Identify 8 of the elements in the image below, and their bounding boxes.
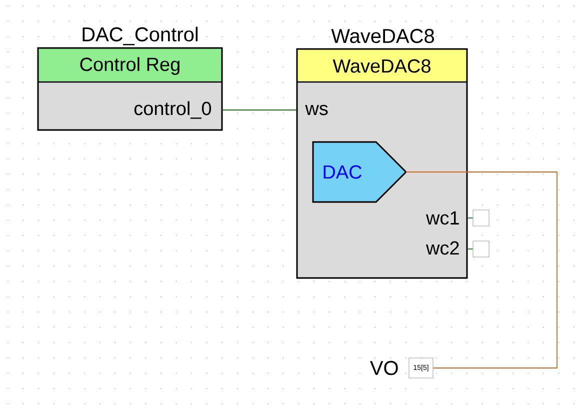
no-connect-terminal (472, 210, 490, 226)
node-label: DAC_Control (82, 26, 198, 46)
component-block: DAC_Control Control Reg control_0 (37, 26, 223, 131)
wire (467, 248, 474, 250)
node-label: WaveDAC8 (331, 28, 434, 44)
pin-label: VO (370, 360, 398, 376)
no-connect-terminal (472, 240, 490, 258)
wire (406, 172, 558, 368)
